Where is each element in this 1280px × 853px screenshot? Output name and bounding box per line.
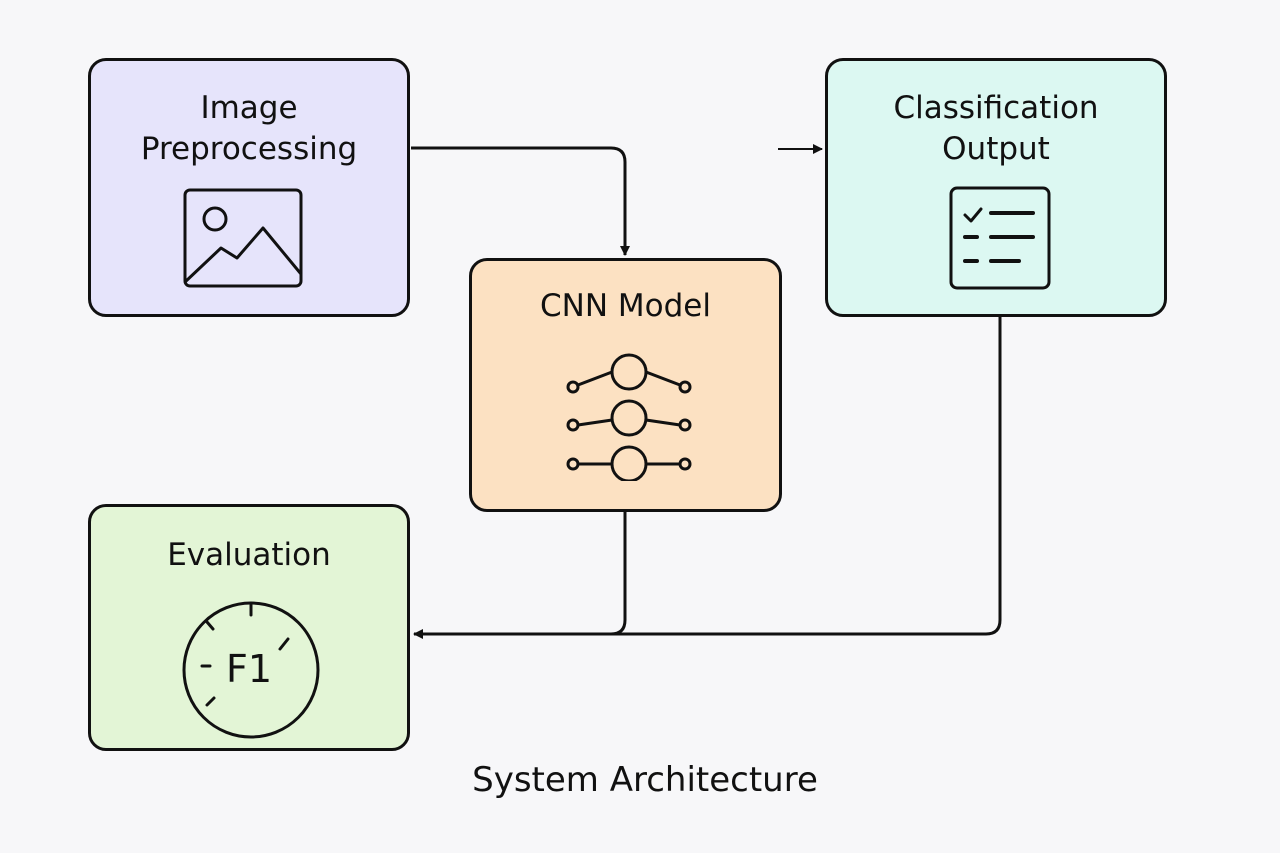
edge-cnn-to-evaluation [413,512,627,639]
edge-preprocessing-to-cnn [411,146,630,256]
gauge-icon: F1 [182,601,320,739]
neural-network-icon [566,353,692,481]
edge-output-to-evaluation [611,317,1002,636]
node-title: Image Preprocessing [140,90,358,167]
node-title: Evaluation [167,537,331,573]
node-title: CNN Model [540,288,711,324]
diagram-caption: System Architecture [472,760,818,800]
image-icon [183,188,303,288]
node-title: Classification Output [893,90,1099,167]
node-cnn-model: CNN Model [469,258,782,512]
node-evaluation: Evaluation F1 [88,504,410,751]
node-image-preprocessing: Image Preprocessing [88,58,410,317]
checklist-icon [949,186,1051,290]
gauge-label: F1 [226,647,272,691]
node-classification-output: Classification Output [825,58,1167,317]
